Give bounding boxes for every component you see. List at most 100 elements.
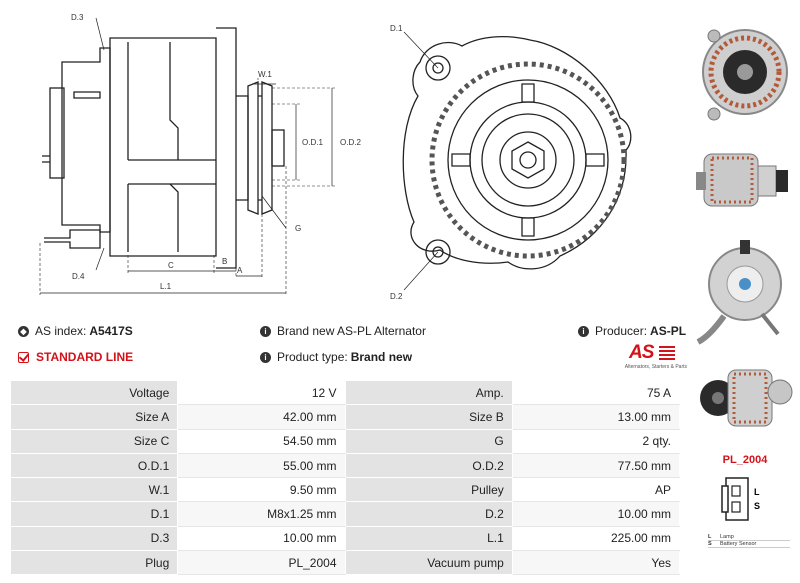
spec-label: Size B: [344, 404, 513, 430]
spec-label: G: [344, 428, 513, 454]
label-od1: O.D.1: [302, 138, 323, 147]
spec-value: 2 qty.: [511, 428, 681, 454]
front-view: [402, 36, 632, 270]
vacuum-nipple: [44, 229, 101, 249]
as-index-value: A5417S: [89, 324, 133, 338]
spec-value: 10.00 mm: [511, 501, 681, 527]
brand-new-info: i Brand new AS-PL Alternator: [260, 324, 426, 338]
spec-label: W.1: [9, 477, 179, 503]
pulley-flange-front: [261, 81, 273, 215]
standard-line-label: STANDARD LINE: [36, 350, 134, 364]
as-index: ◆ AS index: A5417S: [18, 324, 133, 338]
photo-front[interactable]: [694, 6, 796, 136]
spec-value: 42.00 mm: [177, 404, 346, 430]
spec-value: 9.50 mm: [177, 477, 346, 503]
spec-value: 225.00 mm: [511, 525, 681, 552]
legend-row: L Lamp: [708, 534, 790, 541]
spec-label: Voltage: [9, 379, 179, 406]
technical-drawing: D.3 W.1 O.D.1 O.D.2 G D.4 C B A L.1 D.1 …: [0, 0, 690, 312]
label-d3: D.3: [71, 13, 84, 22]
plug-title: PL_2004: [722, 454, 768, 466]
spec-label: Vacuum pump: [344, 550, 513, 576]
rear-cover: [61, 47, 111, 233]
producer-value: AS-PL: [650, 324, 687, 338]
spec-label: Size C: [9, 428, 179, 454]
spec-value: Yes: [511, 550, 681, 576]
spec-value: 10.00 mm: [177, 525, 346, 552]
label-a: A: [237, 266, 243, 275]
spec-value: M8x1.25 mm: [177, 501, 346, 527]
label-d4: D.4: [72, 272, 85, 281]
photo-side[interactable]: [694, 142, 796, 220]
producer: i Producer: AS-PL: [578, 324, 686, 338]
plug-pin-l: L: [754, 487, 760, 497]
plug-diagram: L S: [721, 477, 760, 521]
spec-value: PL_2004: [177, 550, 346, 576]
label-b: B: [222, 257, 227, 266]
label-d2: D.2: [390, 292, 403, 301]
spec-value: 75 A: [511, 379, 681, 406]
spec-label: O.D.1: [9, 452, 179, 479]
spec-label: Amp.: [344, 379, 513, 406]
spec-label: D.1: [9, 501, 179, 527]
product-photos: [690, 0, 800, 583]
spec-label: Size A: [9, 404, 179, 430]
spec-label: D.3: [9, 525, 179, 552]
product-type-value: Brand new: [350, 350, 413, 364]
label-od2: O.D.2: [340, 138, 361, 147]
product-type: i Product type: Brand new: [260, 350, 412, 364]
shaft-nut: [271, 129, 285, 167]
spec-label: Pulley: [344, 477, 513, 503]
spec-value: 54.50 mm: [177, 428, 346, 454]
producer-label: Producer:: [595, 324, 648, 338]
photo-rear[interactable]: [694, 234, 796, 352]
spec-value: 77.50 mm: [511, 452, 681, 479]
front-housing: [216, 27, 237, 269]
spec-label: D.2: [344, 501, 513, 527]
alternator-dimension-drawing: D.3 W.1 O.D.1 O.D.2 G D.4 C B A L.1 D.1 …: [39, 13, 632, 301]
legend-key: L: [708, 534, 712, 540]
legend-desc: Lamp: [720, 534, 734, 540]
legend-key: S: [708, 541, 712, 547]
spec-value: AP: [511, 477, 681, 503]
tag-icon: ◆: [18, 325, 29, 337]
info-icon: i: [260, 325, 271, 337]
product-info: ◆ AS index: A5417S STANDARD LINE i Brand…: [0, 318, 690, 370]
photo-angle[interactable]: [694, 356, 796, 440]
terminal-housing: [49, 87, 65, 179]
plug-pin-s: S: [754, 501, 760, 511]
logo-tagline: Alternators, Starters & Parts: [624, 364, 687, 370]
as-pl-logo: AS Alternators, Starters & Parts: [605, 342, 687, 372]
pulley-flange-rear: [247, 81, 259, 215]
brand-new-text: Brand new AS-PL Alternator: [277, 324, 426, 338]
logo-bars: [659, 346, 675, 360]
spec-value: 12 V: [177, 379, 346, 406]
as-index-label: AS index:: [35, 324, 87, 338]
spec-label: L.1: [344, 525, 513, 552]
label-l1: L.1: [160, 282, 172, 291]
checkbox-icon: [18, 351, 29, 363]
label-c: C: [168, 261, 174, 270]
stator-body: [109, 37, 217, 257]
logo-mark: AS: [629, 342, 654, 363]
spec-label: O.D.2: [344, 452, 513, 479]
spec-value: 13.00 mm: [511, 404, 681, 430]
label-g: G: [295, 224, 301, 233]
spec-value: 55.00 mm: [177, 452, 346, 479]
label-w1: W.1: [258, 70, 272, 79]
standard-line: STANDARD LINE: [18, 350, 133, 364]
info-icon: i: [578, 325, 589, 337]
product-type-label: Product type:: [277, 350, 348, 364]
spec-label: Plug: [9, 550, 179, 576]
